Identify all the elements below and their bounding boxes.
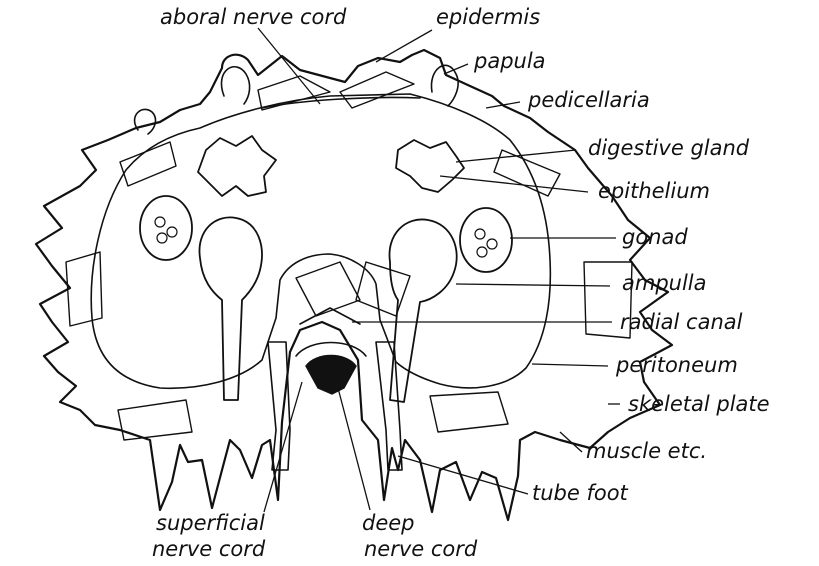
gonad-left-egg-3 bbox=[157, 233, 167, 243]
skeletal-plate-top-left bbox=[258, 76, 330, 110]
skeletal-plates bbox=[66, 72, 632, 440]
leader-superficial-nerve-cord bbox=[264, 382, 302, 512]
ampulla-right bbox=[389, 219, 456, 402]
skeletal-plate-left-upper bbox=[120, 142, 176, 186]
skeletal-plate-ambulacral-left bbox=[296, 262, 360, 316]
papula-left bbox=[221, 67, 249, 104]
digestive-gland-left bbox=[198, 136, 276, 196]
gonad-left-egg-2 bbox=[167, 227, 177, 237]
label-superficial-nerve-cord-line1: superficial bbox=[156, 511, 265, 535]
label-tube-foot: tube foot bbox=[532, 481, 629, 505]
leader-epithelium bbox=[440, 176, 588, 192]
leader-pedicellaria bbox=[486, 102, 520, 108]
label-peritoneum: peritoneum bbox=[615, 353, 738, 377]
gonad-left-egg-1 bbox=[155, 217, 165, 227]
label-muscle: muscle etc. bbox=[586, 439, 707, 463]
skeletal-plate-ambulacral-right bbox=[356, 262, 410, 316]
label-radial-canal: radial canal bbox=[620, 310, 743, 334]
leader-digestive-gland bbox=[456, 150, 576, 162]
label-gonad: gonad bbox=[622, 225, 688, 249]
label-papula: papula bbox=[473, 49, 546, 73]
papula-left-side bbox=[135, 109, 156, 134]
skeletal-plate-right-lower bbox=[430, 392, 508, 432]
label-aboral-nerve-cord: aboral nerve cord bbox=[160, 5, 347, 29]
label-deep-nerve-cord-line1: deep bbox=[362, 511, 415, 535]
leader-aboral-nerve-cord bbox=[258, 28, 320, 104]
ampulla-left bbox=[199, 217, 261, 400]
label-ampulla: ampulla bbox=[622, 271, 707, 295]
leader-deep-nerve-cord bbox=[338, 388, 370, 510]
gonad-right-egg-1 bbox=[475, 229, 485, 239]
leader-tube-foot bbox=[398, 456, 528, 494]
skeletal-plate-top-right bbox=[340, 72, 414, 108]
gonad-left bbox=[140, 196, 192, 260]
leader-epidermis bbox=[376, 30, 432, 62]
leader-ampulla bbox=[456, 284, 610, 286]
coelom-cavity bbox=[91, 94, 550, 388]
gonad-right bbox=[460, 208, 512, 272]
label-epidermis: epidermis bbox=[436, 5, 540, 29]
gonad-right-egg-2 bbox=[487, 239, 497, 249]
label-pedicellaria: pedicellaria bbox=[527, 88, 650, 112]
digestive-gland-right bbox=[396, 140, 464, 192]
deep-nerve-cord-mass bbox=[306, 356, 356, 395]
label-deep-nerve-cord-line2: nerve cord bbox=[364, 537, 478, 561]
digestive-glands bbox=[198, 136, 464, 196]
ambulacral-groove bbox=[296, 308, 366, 394]
label-superficial-nerve-cord-line2: nerve cord bbox=[152, 537, 266, 561]
skeletal-plate-left-mid bbox=[66, 252, 102, 326]
label-skeletal-plate: skeletal plate bbox=[628, 392, 770, 416]
leader-peritoneum bbox=[532, 364, 608, 366]
label-epithelium: epithelium bbox=[598, 179, 710, 203]
gonad-right-egg-3 bbox=[477, 247, 487, 257]
label-digestive-gland: digestive gland bbox=[588, 136, 750, 160]
